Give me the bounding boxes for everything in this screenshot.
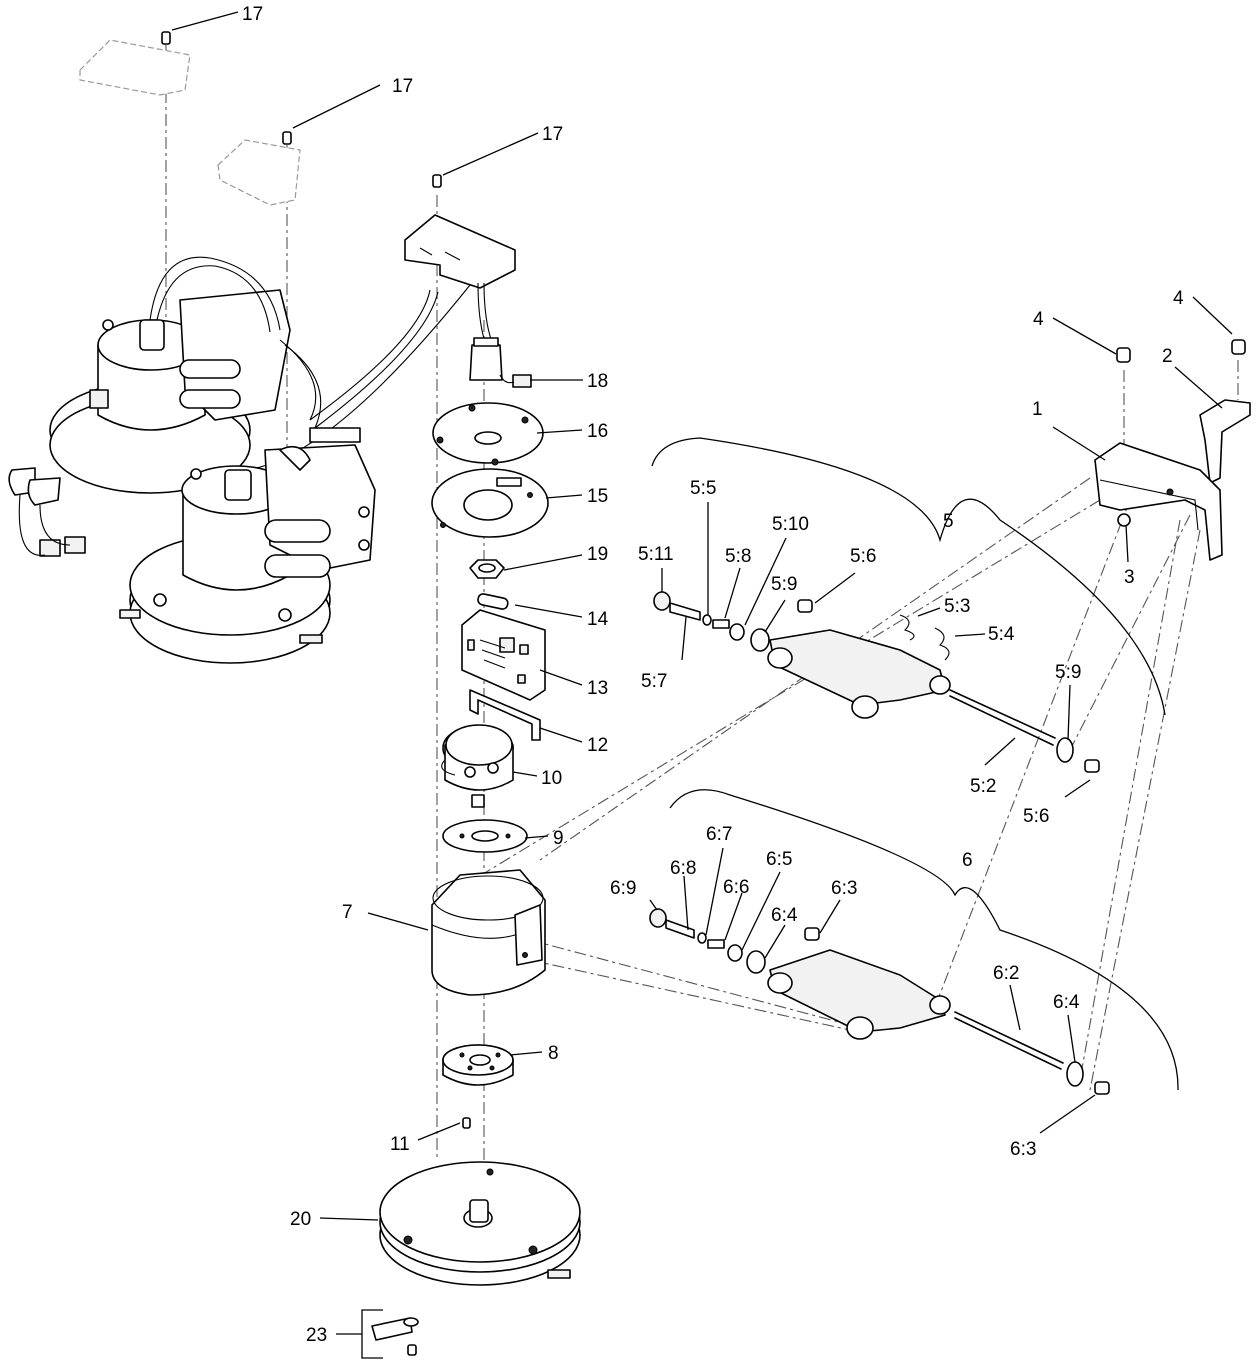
callout-12: 12 [587,735,608,756]
callout-4a: 4 [1033,309,1044,330]
screw-4b [1231,339,1246,355]
callout-5-9a: 5:9 [771,574,797,595]
ghost-bracket-middle [217,139,301,206]
callout-6-5: 6:5 [766,849,792,870]
cable-gland [469,344,503,381]
screw-11 [462,1117,471,1129]
callout-11: 11 [390,1134,410,1155]
assembly-braces [651,437,1179,1091]
callout-2: 2 [1162,346,1173,367]
callout-17b: 17 [392,76,413,97]
swing-arm-6 [649,908,1110,1095]
leader-lines [171,11,1233,1359]
callout-20: 20 [290,1209,311,1230]
callout-5-5: 5:5 [690,478,716,499]
callout-5-3: 5:3 [944,596,970,617]
callout-8: 8 [548,1043,559,1064]
ghost-bracket-top [79,39,191,96]
screw-17a [161,31,171,45]
callout-23: 23 [306,1325,327,1346]
bracket-2 [1199,399,1251,484]
callout-5-8: 5:8 [725,546,751,567]
callout-14: 14 [587,609,609,630]
right-bracket [1094,339,1251,561]
callout-18: 18 [587,371,608,392]
callout-5: 5 [943,511,954,532]
spacer [477,593,509,610]
callout-6-9: 6:9 [610,878,636,899]
wire-bracket [469,689,541,741]
callout-6-8: 6:8 [670,858,696,879]
callout-6-6: 6:6 [723,877,749,898]
bracket-1 [1094,442,1223,561]
callout-5-11: 5:11 [638,544,674,565]
callout-5-7: 5:7 [641,671,667,692]
callout-labels: 17 17 17 18 16 15 19 14 13 12 10 9 7 8 1… [242,4,1184,1346]
callout-3: 3 [1124,567,1135,588]
callout-6-3a: 6:3 [831,878,857,899]
callout-5-10: 5:10 [772,514,809,535]
callout-16: 16 [587,421,608,442]
screw-17b [282,131,292,145]
callout-6-4a: 6:4 [771,905,798,926]
callout-6-7: 6:7 [706,824,732,845]
callout-1: 1 [1032,399,1043,420]
callout-5-6a: 5:6 [850,546,876,567]
screw-17c [432,174,442,188]
callout-6-3b: 6:3 [1010,1139,1036,1160]
callout-15: 15 [587,486,608,507]
screw-4a [1116,347,1131,363]
callout-13: 13 [587,678,608,699]
callout-17a: 17 [242,4,263,25]
callout-6-4b: 6:4 [1053,992,1080,1013]
blade-clip [371,1317,413,1341]
callout-5-2: 5:2 [970,776,996,797]
callout-17c: 17 [542,124,563,145]
mounting-bracket [404,214,516,289]
callout-7: 7 [342,902,353,923]
callout-5-9b: 5:9 [1055,662,1081,683]
callout-10: 10 [541,768,562,789]
callout-6-2: 6:2 [993,963,1019,984]
callout-6: 6 [962,850,973,871]
callout-5-4: 5:4 [988,624,1015,645]
circuit-board [461,609,546,701]
callout-19: 19 [587,544,608,565]
center-stack [161,31,581,1356]
callout-9: 9 [553,828,564,849]
callout-5-6b: 5:6 [1023,806,1049,827]
reference-assembly [8,39,471,664]
swing-arm-5 [653,591,1100,773]
callout-4b: 4 [1173,288,1184,309]
